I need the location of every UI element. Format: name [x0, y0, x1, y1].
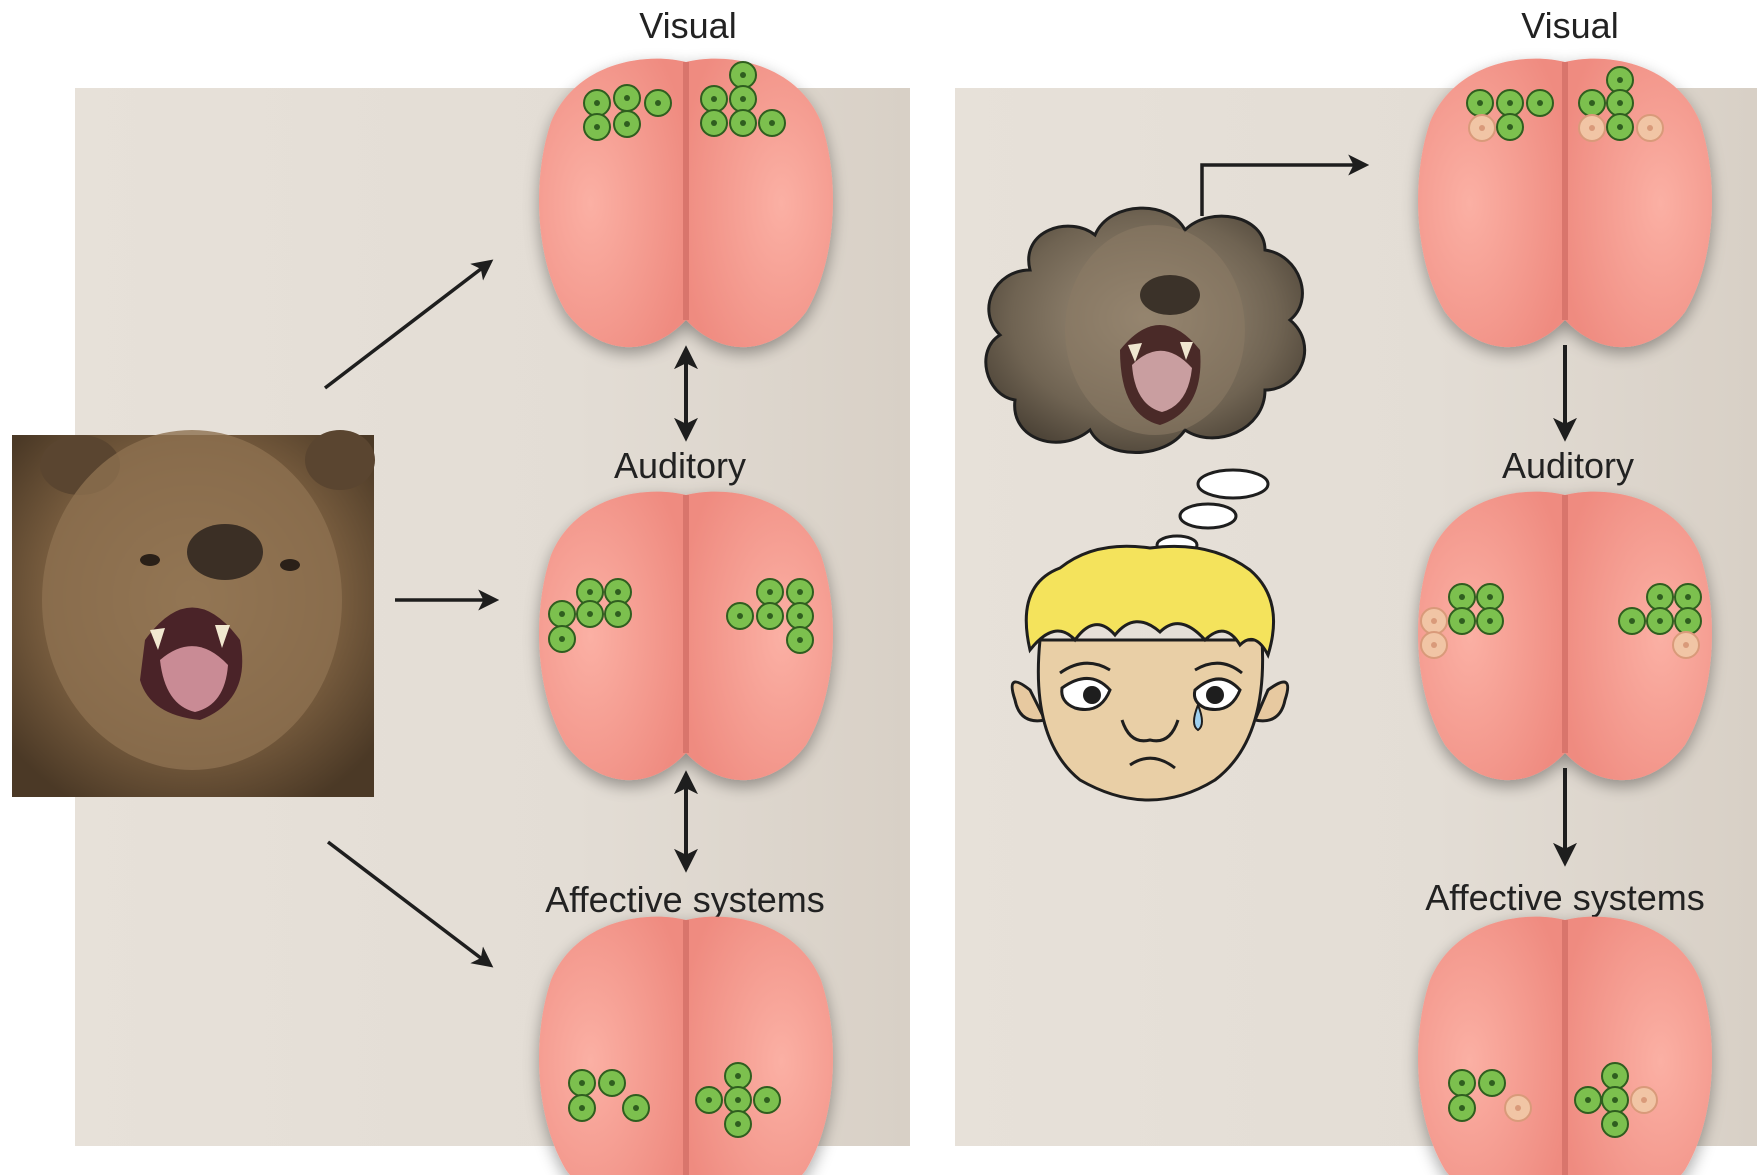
thought-bubble-large	[1198, 470, 1268, 498]
left-auditory-label: Auditory	[614, 445, 746, 486]
right-auditory-label: Auditory	[1502, 445, 1634, 486]
left-affective-brain	[539, 917, 833, 1175]
right-auditory-brain	[1418, 492, 1712, 780]
left-visual-label: Visual	[639, 5, 736, 46]
left-affective-label: Affective systems	[545, 879, 824, 920]
right-affective-brain	[1418, 917, 1712, 1175]
thought-bubble-bear	[986, 208, 1305, 452]
bear-photo	[12, 430, 375, 797]
right-affective-label: Affective systems	[1425, 877, 1704, 918]
right-visual-brain	[1418, 59, 1712, 347]
thought-bubble-medium	[1180, 504, 1236, 528]
right-visual-label: Visual	[1521, 5, 1618, 46]
